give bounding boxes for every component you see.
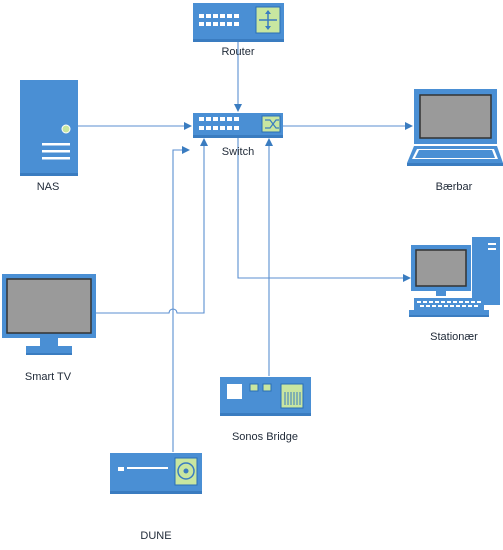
arrowhead [184, 122, 192, 130]
smart-tv-label: Smart TV [25, 371, 72, 383]
arrowhead [403, 274, 411, 282]
media-player-icon [110, 453, 202, 494]
server-icon [20, 80, 78, 176]
router-label: Router [221, 46, 254, 58]
sonos-bridge-label: Sonos Bridge [232, 431, 298, 443]
desktop-label: Stationær [430, 331, 478, 343]
tv-icon [2, 274, 96, 355]
wire-tv-switch [96, 144, 205, 314]
laptop-icon [407, 89, 503, 166]
connections [78, 42, 413, 452]
sonos-bridge-icon [220, 377, 311, 416]
arrowhead [200, 138, 208, 146]
wire-switch-desktop [237, 138, 404, 279]
arrowhead [265, 138, 273, 146]
arrowhead [182, 146, 190, 154]
wire-dune-switch [172, 149, 184, 452]
nas-label: NAS [37, 181, 60, 193]
router-icon [193, 3, 284, 42]
desktop-icon [409, 237, 500, 317]
dune-label: DUNE [140, 530, 171, 542]
switch-icon [193, 113, 283, 138]
laptop-label: Bærbar [436, 181, 473, 193]
arrowhead [405, 122, 413, 130]
arrowhead [234, 104, 242, 112]
switch-label: Switch [222, 146, 254, 158]
